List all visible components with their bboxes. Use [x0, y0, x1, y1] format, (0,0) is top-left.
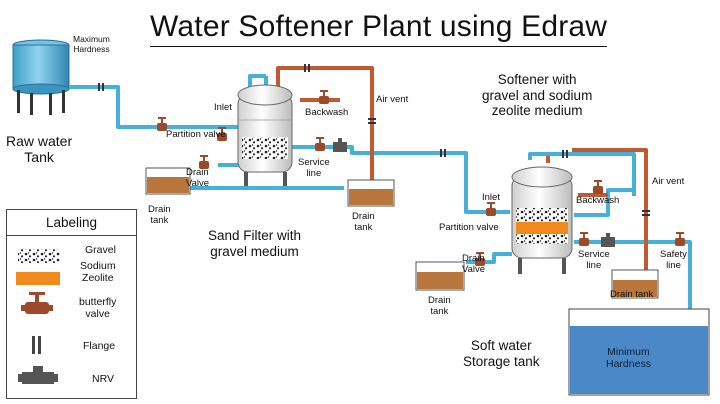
- legend-symbols: [16, 249, 60, 384]
- softener-mid-pipe: [574, 188, 634, 217]
- storage-tank: [568, 308, 710, 396]
- butterfly-valves: [157, 90, 685, 266]
- softener-drain-tank-label: Drain tank: [610, 289, 654, 300]
- legend-gravel-symbol: [18, 249, 60, 263]
- legend-gravel-label: Gravel: [85, 244, 116, 256]
- softener-vessel: [511, 166, 573, 274]
- drain-tanks: [145, 167, 659, 299]
- legend-nrv-label: NRV: [92, 373, 114, 385]
- nrv-valves: [333, 138, 615, 247]
- filter-inlet-label: Inlet: [214, 102, 232, 113]
- legend-flange-symbol: [32, 336, 41, 354]
- softener-air-vent-label: Air vent: [652, 176, 685, 187]
- legend-box: [6, 209, 137, 399]
- filter-air-vent-label: Air vent: [376, 94, 409, 105]
- legend-flange-label: Flange: [83, 340, 116, 352]
- legend-header: [6, 209, 137, 236]
- softener-partition-valve-label: Partition valve: [439, 222, 499, 233]
- filter-partition-valve-label: Partition valve: [166, 129, 226, 140]
- legend-nrv-symbol: [18, 366, 58, 384]
- legend-title: Labeling: [45, 215, 98, 230]
- softener-backwash-label: Backwash: [576, 195, 620, 206]
- softener-inlet-label: Inlet: [482, 192, 500, 203]
- sand-filter-vessel: [237, 84, 293, 186]
- softener-top-pipe: [528, 152, 636, 196]
- legend-zeolite-symbol: [16, 272, 60, 285]
- diagram-title: Water Softener Plant using Edraw: [150, 10, 608, 47]
- legend-valve-symbol: [21, 292, 53, 314]
- raw-water-tank: [12, 39, 70, 115]
- softener-air-pipe: [572, 148, 648, 298]
- flanges: [98, 64, 650, 216]
- filter-backwash-label: Backwash: [305, 107, 349, 118]
